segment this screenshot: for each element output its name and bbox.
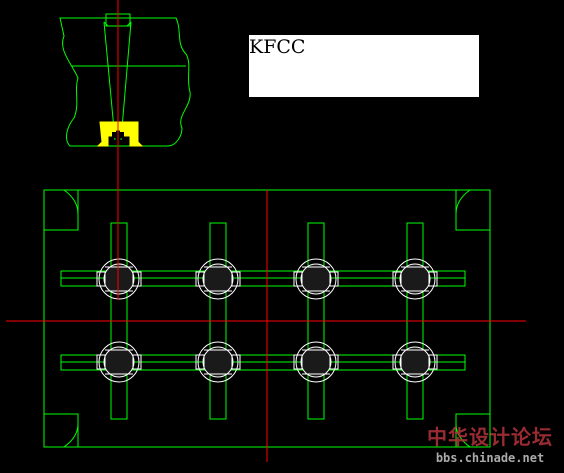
corner-pocket-top-right xyxy=(455,190,490,231)
cavity xyxy=(195,258,241,300)
sprue-tip-right xyxy=(126,21,132,27)
corner-arc-bottom-right xyxy=(455,423,471,448)
cavity xyxy=(293,258,339,300)
corner-arc-top-left xyxy=(63,189,79,215)
centerlines xyxy=(6,0,526,462)
nozzle-tip xyxy=(96,121,144,147)
watermark-url: bbs.chinade.net xyxy=(435,451,545,465)
cavity xyxy=(195,341,241,383)
label-box: KFCC xyxy=(249,35,479,97)
sprue-tip-left xyxy=(103,21,109,27)
watermark-title: 中华设计论坛 xyxy=(427,425,553,449)
cavity xyxy=(392,341,438,383)
cavity xyxy=(392,258,438,300)
cavity xyxy=(96,258,142,300)
corner-arc-top-right xyxy=(455,189,471,215)
horizontal-runners xyxy=(60,270,466,371)
cavity xyxy=(293,341,339,383)
nozzle-tip-shape xyxy=(96,121,144,147)
corner-arc-bottom-left xyxy=(63,423,79,448)
cavities xyxy=(96,258,438,383)
corner-pocket-bottom-right xyxy=(455,413,490,447)
corner-pocket-top-left xyxy=(44,190,79,231)
sprue-taper-right xyxy=(120,21,132,141)
cavity xyxy=(96,341,142,383)
forum-watermark: 中华设计论坛 bbs.chinade.net xyxy=(418,424,562,468)
corner-pocket-bottom-left xyxy=(44,413,79,447)
label-text: KFCC xyxy=(249,36,306,58)
sprue-outline xyxy=(59,17,191,147)
sprue-taper-left xyxy=(103,21,116,141)
